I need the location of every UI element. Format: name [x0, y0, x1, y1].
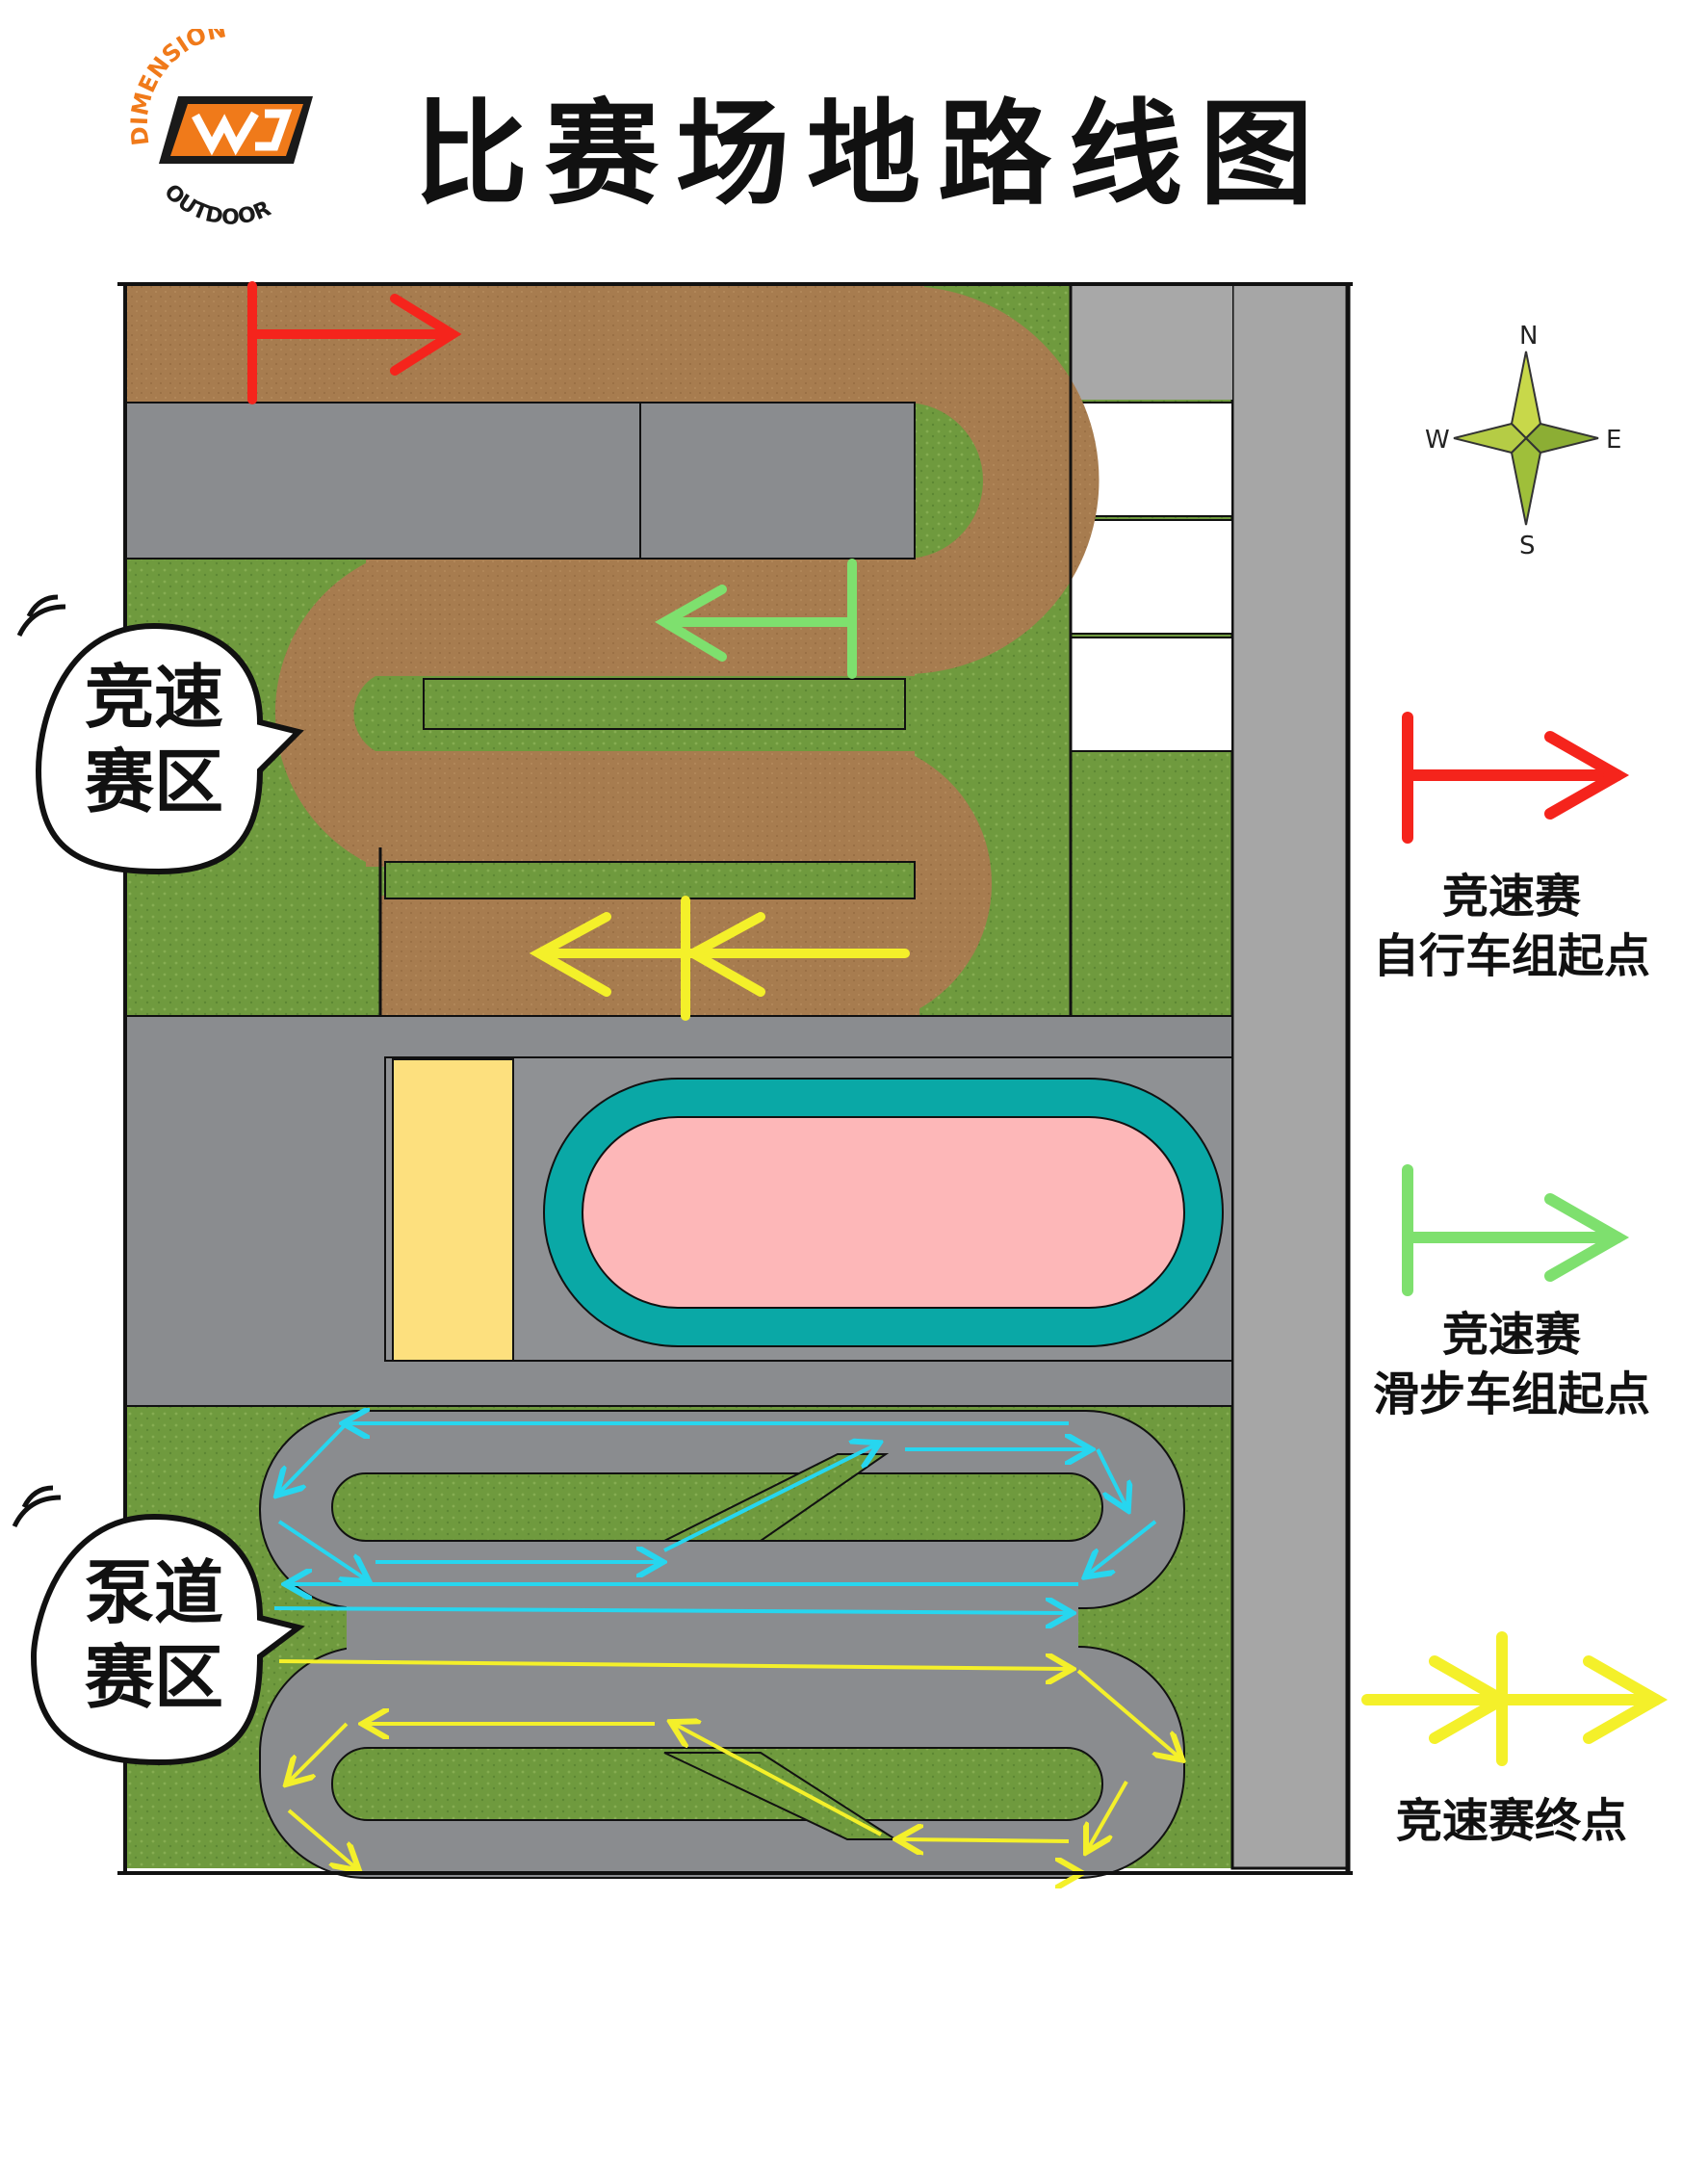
parking-slot: [1070, 637, 1233, 752]
parking-block: [1071, 284, 1232, 400]
brand-logo: DIMENSION OUTDOOR: [120, 15, 351, 250]
compass-south: S: [1519, 532, 1536, 560]
speed-zone-label-line1: 竞速: [84, 657, 223, 738]
legend-red-label: 竞速赛 自行车组起点: [1343, 867, 1680, 986]
compass-west: W: [1425, 426, 1450, 455]
legend-yellow-icon: [1361, 1631, 1669, 1766]
logo-bottom-text: OUTDOOR: [159, 180, 274, 230]
side-road: [1230, 282, 1350, 1870]
green-start-marker: [655, 559, 857, 679]
legend-green-line1: 竞速赛: [1441, 1308, 1581, 1362]
pump-zone-label-line2: 赛区: [84, 1637, 223, 1718]
yellow-finish-marker: [529, 896, 910, 1021]
compass-north: N: [1519, 323, 1538, 351]
page-title: 比赛场地路线图: [414, 88, 1332, 221]
legend-green-line2: 滑步车组起点: [1372, 1367, 1650, 1421]
legend-green-label: 竞速赛 滑步车组起点: [1343, 1305, 1680, 1424]
legend-green-icon: [1402, 1164, 1630, 1296]
compass-east: E: [1606, 426, 1621, 455]
speed-zone-bubble: [16, 594, 304, 875]
grass-divider: [423, 678, 906, 730]
legend-red-line1: 竞速赛: [1441, 870, 1581, 924]
legend-red-icon: [1402, 712, 1630, 844]
speed-zone-label-line2: 赛区: [84, 742, 223, 822]
legend-yellow-label: 竞速赛终点: [1343, 1791, 1680, 1851]
parking-slot: [1070, 519, 1233, 635]
grass-divider: [384, 861, 916, 899]
pump-zone-label: 泵道 赛区: [58, 1550, 250, 1720]
yellow-pad: [392, 1058, 514, 1362]
pump-zone-bubble: [12, 1485, 305, 1766]
oval-infield: [582, 1116, 1185, 1309]
speed-zone-label: 竞速 赛区: [58, 655, 250, 824]
pump-zone-label-line1: 泵道: [84, 1552, 223, 1633]
pump-route-cyan: [274, 1423, 1157, 1613]
legend-yellow-line1: 竞速赛终点: [1395, 1794, 1627, 1848]
asphalt-strip: [124, 402, 916, 560]
svg-text:OUTDOOR: OUTDOOR: [159, 180, 274, 230]
red-start-marker: [247, 281, 462, 404]
legend-red-line2: 自行车组起点: [1372, 929, 1650, 983]
compass-icon: N S W E: [1425, 322, 1637, 563]
